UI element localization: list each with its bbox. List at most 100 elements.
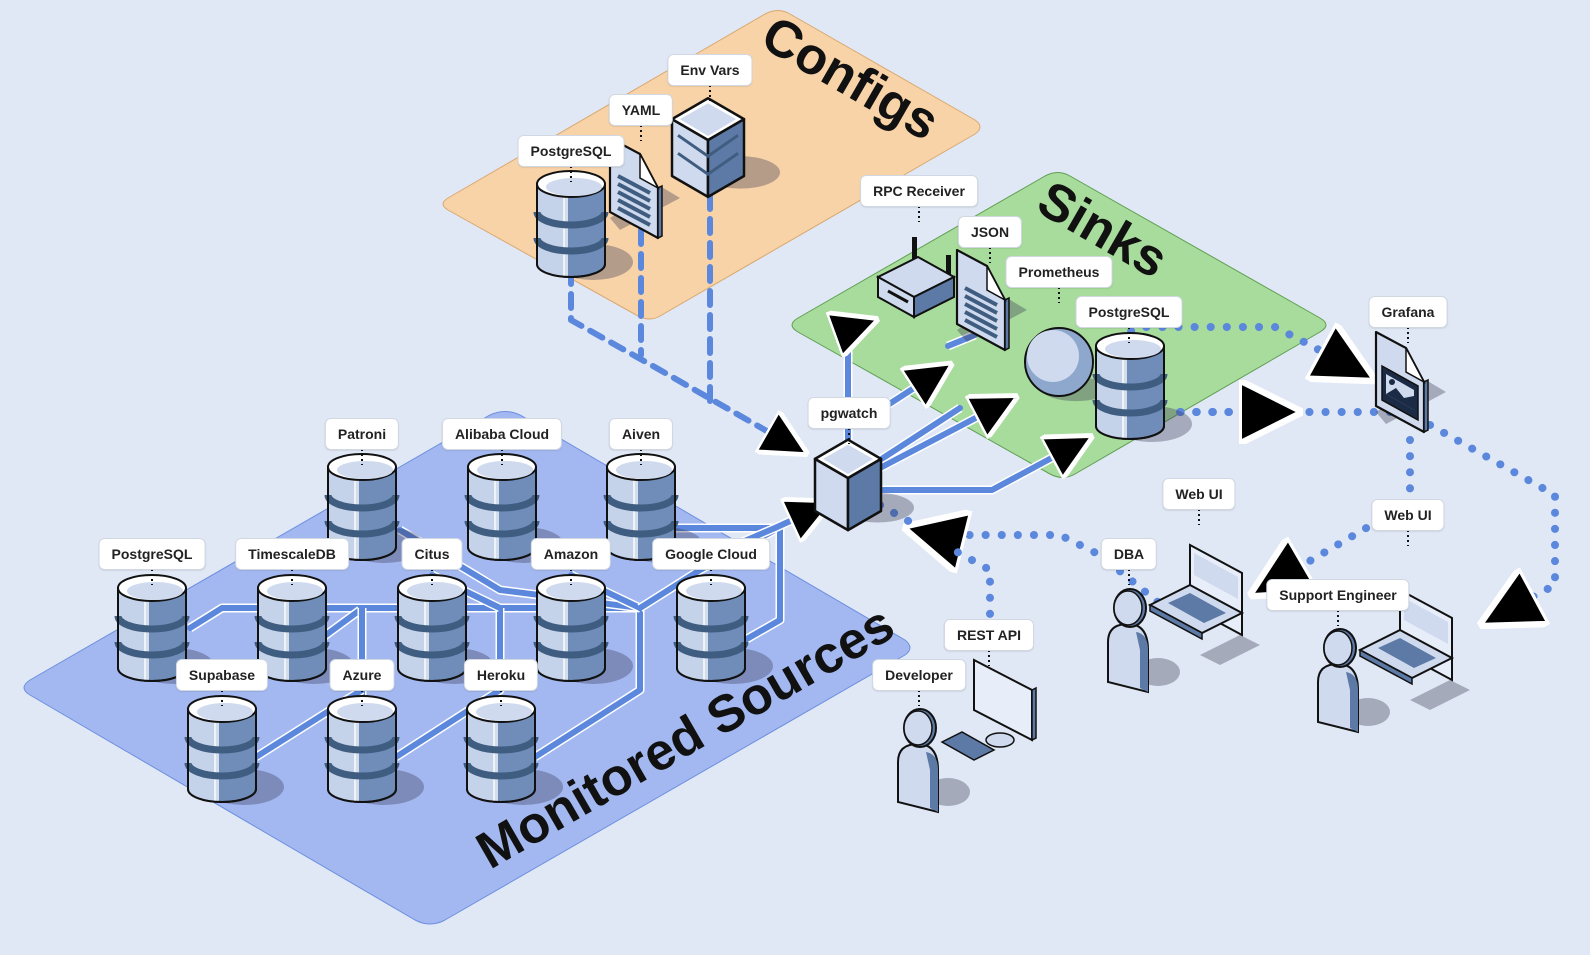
link-pgwatch-dots: [876, 501, 914, 526]
label-cfg_yaml: YAML: [608, 94, 674, 126]
web-ui-laptop-1[interactable]: [1147, 543, 1260, 665]
db-outline: [536, 184, 606, 278]
db-body-light: [677, 588, 705, 681]
laptop-screen-inner: [1404, 598, 1448, 644]
db-ring: [324, 736, 400, 754]
link-json-stub: [945, 332, 978, 349]
db-ring: [394, 615, 470, 633]
db-highlight: [563, 600, 568, 680]
db-ring: [603, 520, 679, 538]
source-google[interactable]: [673, 574, 773, 684]
person-face: [1113, 590, 1143, 626]
source-citus[interactable]: [394, 574, 494, 684]
label-patroni: Patroni: [324, 418, 400, 450]
db-ring: [184, 762, 260, 780]
image-mountains: [1386, 388, 1414, 410]
shadow: [1200, 635, 1260, 665]
laptop-keyboard: [1378, 638, 1436, 668]
db-highlight: [424, 600, 429, 680]
source-heroku[interactable]: [463, 695, 563, 805]
link-grafana-webui1: [1260, 516, 1384, 590]
laptop-screen-inner: [1194, 553, 1238, 599]
cube-shelf: [677, 134, 739, 159]
db-outline: [327, 709, 397, 803]
db-highlight: [284, 600, 289, 680]
sphere-highlight: [1027, 330, 1079, 382]
laptop-keyboard: [1168, 593, 1226, 623]
db-highlight: [493, 721, 498, 801]
doc-line: [964, 318, 998, 339]
db-ring: [464, 494, 540, 512]
db-outline: [187, 709, 257, 803]
dba-user[interactable]: [1107, 588, 1180, 694]
label-grafana: Grafana: [1368, 296, 1448, 328]
db-top-inner: [686, 582, 742, 600]
db-top-inner: [1105, 340, 1161, 358]
db-body-light: [537, 184, 565, 277]
link-sinkpg-grafana: [1098, 327, 1365, 375]
db-ring: [1092, 373, 1168, 391]
source-supabase[interactable]: [184, 695, 284, 805]
doc-line: [617, 190, 651, 211]
web-ui-laptop-2[interactable]: [1357, 588, 1470, 710]
link-grafana-webui2: [1426, 421, 1559, 620]
db-ring: [533, 211, 609, 229]
db-highlight: [214, 721, 219, 801]
db-top-inner: [477, 461, 533, 479]
config-postgresql[interactable]: [533, 170, 633, 280]
link-pgwatch-prometheus: [877, 400, 1010, 471]
developer-user[interactable]: [897, 708, 970, 814]
doc-line: [617, 174, 651, 195]
rest-api-monitor[interactable]: [940, 658, 1037, 761]
db-highlight: [703, 600, 708, 680]
db-ring: [114, 641, 190, 659]
db-top-inner: [197, 703, 253, 721]
sink-rpc-receiver[interactable]: [875, 237, 957, 319]
sink-postgresql[interactable]: [1092, 332, 1192, 442]
support-engineer-user[interactable]: [1317, 628, 1390, 734]
source-alibaba[interactable]: [464, 453, 564, 563]
person-face: [1323, 630, 1353, 666]
label-webui2: Web UI: [1371, 499, 1445, 531]
sink-json[interactable]: [955, 248, 1027, 352]
link-google-cloud: [672, 525, 783, 643]
link-pgwatch-json: [877, 368, 945, 413]
db-top-inner: [476, 703, 532, 721]
db-body-light: [398, 588, 426, 681]
db-ring: [114, 615, 190, 633]
label-cfg_pg: PostgreSQL: [517, 135, 625, 167]
source-amazon[interactable]: [533, 574, 633, 684]
label-webui1: Web UI: [1162, 478, 1236, 510]
db-highlight: [1122, 358, 1127, 438]
monitor-screen: [973, 658, 1033, 742]
source-aiven[interactable]: [603, 453, 703, 563]
router-slot: [887, 289, 909, 304]
config-envvars[interactable]: [670, 96, 781, 199]
db-body-light: [467, 709, 495, 802]
laptop-edge: [1149, 603, 1203, 641]
db-top-inner: [546, 582, 602, 600]
doc-fold: [1405, 347, 1426, 384]
db-outline: [536, 588, 606, 682]
pgwatch-core[interactable]: [813, 438, 914, 532]
db-ring: [184, 736, 260, 754]
db-outline: [1095, 346, 1165, 440]
link-pgwatch-json-a: [877, 405, 963, 463]
router-side: [913, 275, 955, 319]
db-ring: [673, 641, 749, 659]
sink-prometheus[interactable]: [1024, 327, 1110, 402]
db-body-light: [537, 588, 565, 681]
label-pgwatch: pgwatch: [807, 397, 891, 429]
db-ring: [533, 641, 609, 659]
label-prometheus: Prometheus: [1005, 256, 1113, 288]
db-ring: [1092, 399, 1168, 417]
doc-fold: [639, 153, 660, 190]
doc-fold: [986, 265, 1007, 302]
grafana-dashboard[interactable]: [1374, 330, 1446, 434]
doc-line: [617, 198, 651, 219]
db-highlight: [144, 600, 149, 680]
image-sun: [1389, 379, 1395, 385]
db-ring: [673, 615, 749, 633]
